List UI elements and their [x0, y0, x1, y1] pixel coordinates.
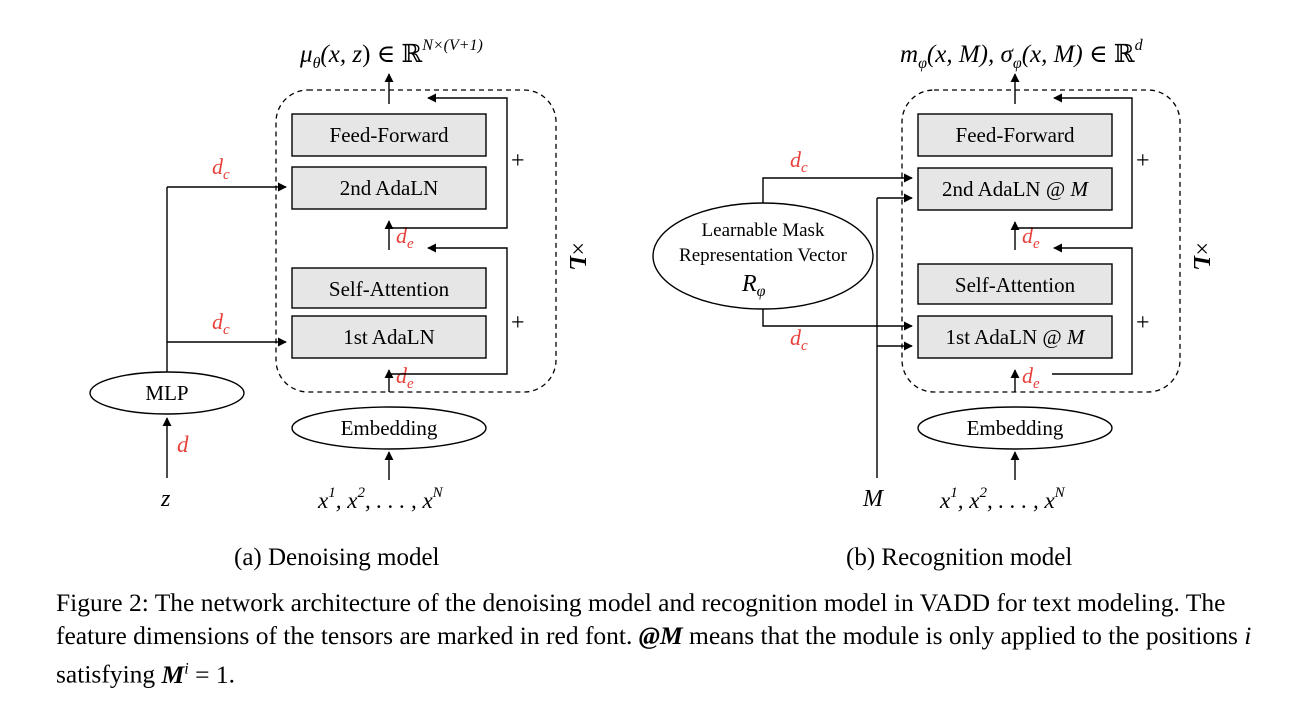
right-embedding-ellipse [917, 406, 1113, 450]
left-dim-dc-top: dc [212, 154, 230, 183]
right-dim-dc-bottom: dc [790, 325, 808, 354]
left-block-container [275, 89, 557, 393]
left-adaln2-label: 2nd AdaLN [340, 176, 439, 200]
left-output-label: μθ(x, z) ∈ ℝN×(V+1) [299, 37, 483, 72]
left-residual-top [389, 93, 508, 229]
right-adaln1-label: 1st AdaLN @ M [946, 325, 1086, 349]
right-arrow-dc-top [762, 173, 913, 203]
denoising-model: μθ(x, z) ∈ ℝN×(V+1) Feed-Forward 2nd Ada… [89, 37, 590, 571]
left-adaln1-label: 1st AdaLN [343, 325, 435, 349]
left-dim-d: d [177, 432, 189, 457]
right-dim-de-bottom: de [1022, 363, 1040, 392]
figure-caption: Figure 2: The network architecture of th… [56, 586, 1256, 691]
right-input-tokens: x1, x2, . . . , xN [939, 485, 1066, 513]
left-plus-top: + [511, 148, 525, 174]
right-output-label: mφ(x, M), σφ(x, M) ∈ ℝd [900, 37, 1144, 72]
right-adaln2-label: 2nd AdaLN @ M [942, 177, 1089, 201]
caption-text-2: means that the module is only applied to… [682, 621, 1245, 650]
right-feed-forward-label: Feed-Forward [956, 123, 1075, 147]
right-self-attention-label: Self-Attention [955, 273, 1076, 297]
right-plus-bottom: + [1136, 310, 1150, 336]
recognition-model: mφ(x, M), σφ(x, M) ∈ ℝd Feed-Forward 2nd… [652, 37, 1214, 571]
left-embedding-ellipse [291, 406, 487, 450]
right-residual-top [1015, 93, 1133, 229]
left-repeat-label: ×L [564, 242, 590, 270]
right-arrow-dc-bottom [762, 309, 913, 331]
right-mask-input: M [862, 486, 885, 512]
right-mask-line2: Representation Vector [679, 245, 848, 266]
caption-var-i: i [1244, 621, 1252, 650]
right-plus-top: + [1136, 148, 1150, 174]
left-residual-bottom [389, 243, 508, 375]
right-block-container [901, 89, 1181, 393]
left-self-attention-label: Self-Attention [329, 277, 450, 301]
right-residual-bottom [1052, 243, 1133, 375]
left-feed-forward-box [291, 113, 487, 157]
caption-text-1: Figure 2: The network architecture of th… [56, 588, 1226, 650]
left-subcaption: (a) Denoising model [234, 544, 440, 571]
caption-condition: Mi = 1 [161, 659, 229, 689]
left-adaln2-box [291, 166, 487, 210]
right-embedding-label: Embedding [967, 416, 1064, 440]
right-dim-dc-top: dc [790, 147, 808, 176]
caption-text-4: . [228, 659, 235, 689]
right-repeat-label: ×L [1188, 242, 1214, 270]
left-plus-bottom: + [511, 310, 525, 336]
left-embedding-label: Embedding [341, 416, 438, 440]
right-self-attention-box [917, 263, 1113, 305]
left-adaln1-box [291, 315, 487, 359]
left-feed-forward-label: Feed-Forward [330, 123, 449, 147]
right-subcaption: (b) Recognition model [846, 544, 1072, 571]
caption-text-3: satisfying [56, 659, 162, 689]
caption-at-m: @M [638, 621, 683, 650]
right-feed-forward-box [917, 113, 1113, 157]
left-dim-de-bottom: de [396, 363, 414, 392]
left-self-attention-box [291, 267, 487, 309]
right-adaln1-box [917, 315, 1113, 359]
left-input-tokens: x1, x2, . . . , xN [317, 485, 444, 513]
left-dim-dc-bottom: dc [212, 309, 230, 338]
left-latent-z: z [160, 486, 171, 512]
right-adaln2-box [917, 167, 1113, 211]
left-mlp-label: MLP [145, 381, 188, 405]
right-mask-line1: Learnable Mask [702, 220, 825, 241]
